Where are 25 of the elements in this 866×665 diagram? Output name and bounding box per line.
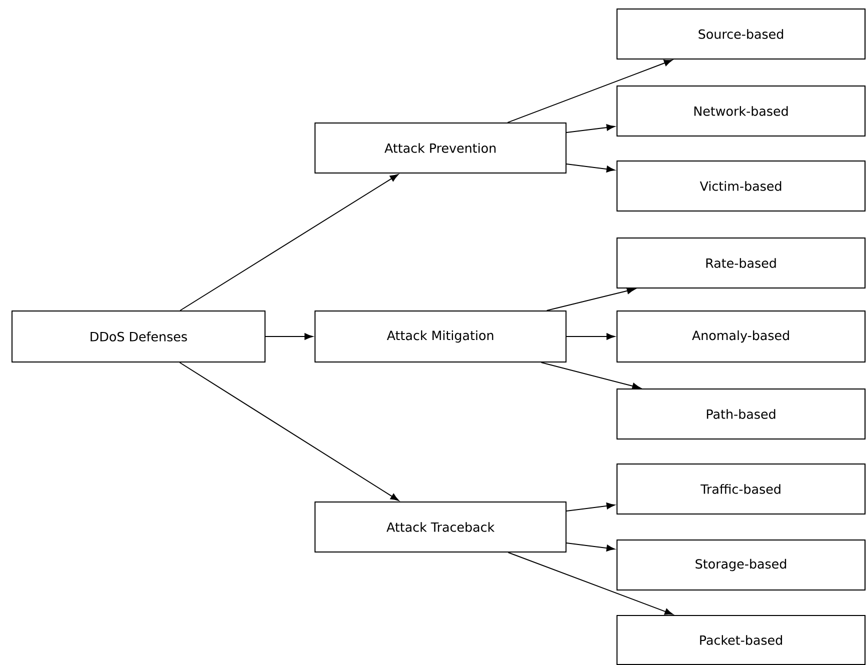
box: Rate-based: [616, 238, 866, 288]
arrow: [179, 362, 399, 501]
arrow: [566, 124, 615, 133]
box: Traffic-based: [616, 464, 866, 514]
arrow: [507, 60, 672, 123]
box: Attack Traceback: [314, 502, 567, 552]
arrow: [508, 552, 674, 615]
arrow: [540, 362, 641, 390]
arrow: [566, 333, 615, 340]
box: Attack Mitigation: [314, 310, 567, 362]
arrow: [180, 174, 398, 311]
arrow: [546, 288, 636, 311]
box: Packet-based: [616, 615, 866, 665]
arrow: [265, 333, 313, 340]
box: Source-based: [616, 8, 866, 60]
box: Storage-based: [616, 540, 866, 590]
box: Anomaly-based: [616, 310, 866, 362]
arrow: [566, 163, 615, 172]
box: Path-based: [616, 388, 866, 440]
arrow: [566, 502, 615, 512]
arrow: [566, 542, 615, 552]
box: DDoS Defenses: [12, 310, 266, 362]
box: Network-based: [616, 86, 866, 136]
box: Victim-based: [616, 160, 866, 212]
box: Attack Prevention: [314, 122, 567, 174]
